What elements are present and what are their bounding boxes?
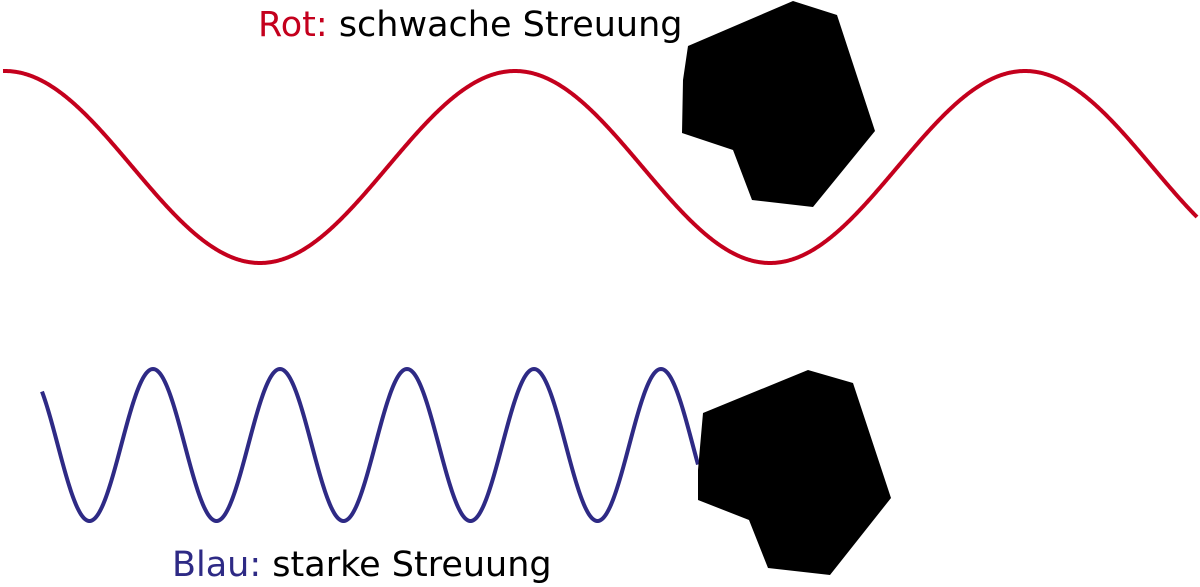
blue-label-prefix: Blau: [172,545,262,585]
blue-wave-short-wavelength [40,366,700,523]
blue-label-text: starke Streuung [261,545,552,585]
particle-top [682,1,875,207]
particle-bottom [698,370,891,575]
red-wave-long-wavelength [2,68,1199,266]
red-wave-label: Rot: schwache Streuung [258,8,683,43]
red-label-text: schwache Streuung [327,5,683,45]
red-label-prefix: Rot: [258,5,328,45]
blue-wave-label: Blau: starke Streuung [172,548,552,583]
